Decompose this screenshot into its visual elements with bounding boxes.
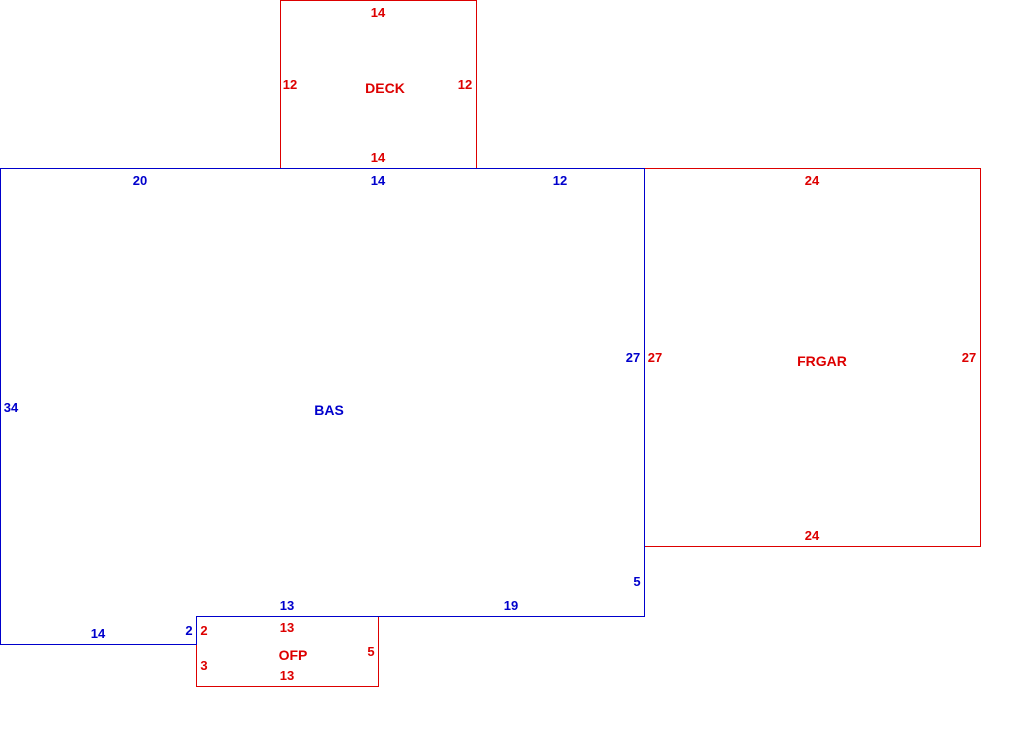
bas-outline	[0, 168, 645, 645]
deck-dim-bottom: 14	[371, 150, 386, 165]
frgar-dim-right: 27	[962, 350, 976, 365]
bas-dim-top-mid: 14	[371, 173, 386, 188]
bas-dim-step: 2	[185, 623, 192, 638]
bas-dim-right-lower: 5	[633, 574, 640, 589]
deck-label: DECK	[365, 80, 405, 96]
deck-dim-left: 12	[283, 77, 297, 92]
bas-area: BAS 20 14 12 27 34 5 19 13 2 14	[0, 168, 645, 645]
ofp-dim-left-bottom: 3	[200, 658, 207, 673]
bas-dim-bottom-mid: 13	[280, 598, 294, 613]
bas-dim-top-right: 12	[553, 173, 567, 188]
frgar-dim-left: 27	[648, 350, 662, 365]
frgar-dim-top: 24	[805, 173, 820, 188]
frgar-dim-bottom: 24	[805, 528, 820, 543]
bas-dim-bottom-left: 14	[91, 626, 106, 641]
ofp-outline	[196, 616, 379, 687]
bas-dim-right: 27	[626, 350, 640, 365]
bas-dim-bottom-right: 19	[504, 598, 518, 613]
ofp-dim-bottom: 13	[280, 668, 294, 683]
frgar-area: FRGAR 24 27 27 24	[644, 168, 981, 547]
bas-label: BAS	[314, 402, 344, 418]
ofp-area: OFP 13 2 3 5 13	[196, 616, 379, 687]
bas-dim-top-left: 20	[133, 173, 147, 188]
ofp-label: OFP	[279, 647, 308, 663]
ofp-dim-top: 13	[280, 620, 294, 635]
bas-dim-left: 34	[4, 400, 19, 415]
deck-dim-right: 12	[458, 77, 472, 92]
deck-dim-top: 14	[371, 5, 386, 20]
frgar-label: FRGAR	[797, 353, 847, 369]
frgar-outline	[644, 168, 981, 547]
ofp-dim-left-top: 2	[200, 623, 207, 638]
deck-area: DECK 14 12 12 14	[280, 0, 477, 169]
ofp-dim-right: 5	[367, 644, 374, 659]
